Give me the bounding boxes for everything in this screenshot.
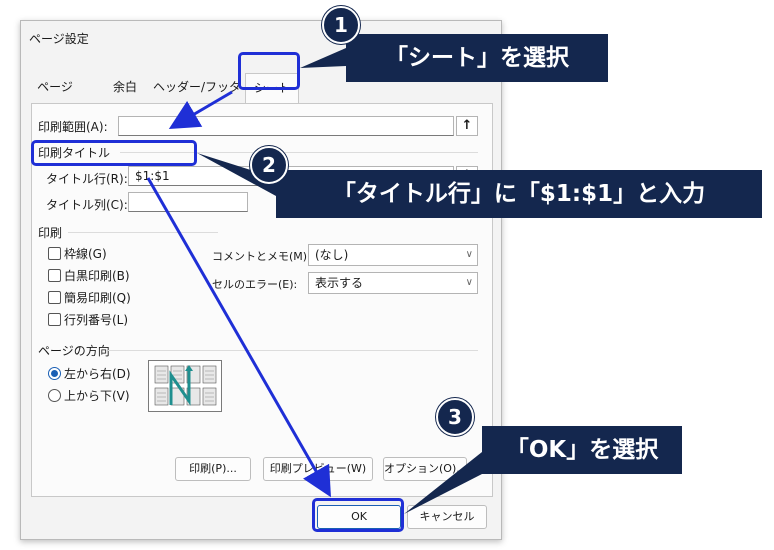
step-3-badge: 3: [436, 398, 474, 436]
draft-quality-label: 簡易印刷(Q): [64, 291, 131, 305]
order-across-label: 左から右(D): [64, 367, 131, 381]
order-down-radio[interactable]: [48, 389, 61, 402]
print-button[interactable]: 印刷(P)...: [175, 457, 251, 481]
step-1-badge: 1: [322, 6, 360, 44]
sheet-panel: 印刷範囲(A): ↑ 印刷タイトル タイトル行(R): $1:$1 ↑ タイトル…: [31, 103, 493, 497]
chevron-down-icon: ∨: [465, 277, 473, 288]
chevron-down-icon: ∨: [465, 249, 473, 260]
order-across-radio[interactable]: [48, 367, 61, 380]
row-col-headings-checkbox[interactable]: [48, 313, 61, 326]
page-order-preview-icon: [148, 360, 222, 412]
cell-errors-label: セルのエラー(E):: [212, 278, 298, 291]
black-white-checkbox[interactable]: [48, 269, 61, 282]
callout-step-1: 「シート」を選択: [346, 34, 608, 82]
cell-errors-select[interactable]: 表示する ∨: [308, 272, 478, 294]
print-titles-section-label: 印刷タイトル: [38, 146, 111, 160]
row-col-headings-label: 行列番号(L): [64, 313, 129, 327]
black-white-label: 白黒印刷(B): [64, 269, 130, 283]
divider: [120, 152, 478, 153]
callout-1-pointer: [300, 48, 346, 68]
callout-2-pointer: [197, 153, 276, 196]
divider: [68, 232, 218, 233]
dialog-title: ページ設定: [29, 32, 89, 46]
callout-step-3: 「OK」を選択: [482, 426, 682, 474]
rows-to-repeat-label: タイトル行(R):: [46, 172, 128, 186]
cancel-button[interactable]: キャンセル: [407, 505, 487, 529]
gridlines-label: 枠線(G): [64, 247, 107, 261]
cols-to-repeat-label: タイトル列(C):: [46, 198, 128, 212]
comments-select[interactable]: (なし) ∨: [308, 244, 478, 266]
print-area-collapse-icon[interactable]: ↑: [456, 116, 478, 136]
callout-step-2: 「タイトル行」に「$1:$1」と入力: [276, 170, 762, 218]
draft-quality-checkbox[interactable]: [48, 291, 61, 304]
print-area-label: 印刷範囲(A):: [38, 120, 108, 134]
print-section-label: 印刷: [38, 226, 63, 240]
page-order-section-label: ページの方向: [38, 344, 110, 358]
gridlines-checkbox[interactable]: [48, 247, 61, 260]
tab-margins[interactable]: 余白: [112, 80, 137, 94]
callout-3-pointer: [404, 452, 482, 514]
cell-errors-value: 表示する: [315, 276, 364, 290]
order-down-label: 上から下(V): [64, 389, 130, 403]
tab-page[interactable]: ページ: [37, 80, 73, 94]
comments-value: (なし): [315, 248, 349, 262]
comments-label: コメントとメモ(M):: [212, 250, 311, 263]
step-2-badge: 2: [250, 146, 288, 184]
arrow-tab-to-rows: [168, 90, 233, 130]
divider: [108, 350, 478, 351]
ok-button[interactable]: OK: [317, 505, 401, 529]
arrow-rows-to-ok: [146, 177, 331, 498]
